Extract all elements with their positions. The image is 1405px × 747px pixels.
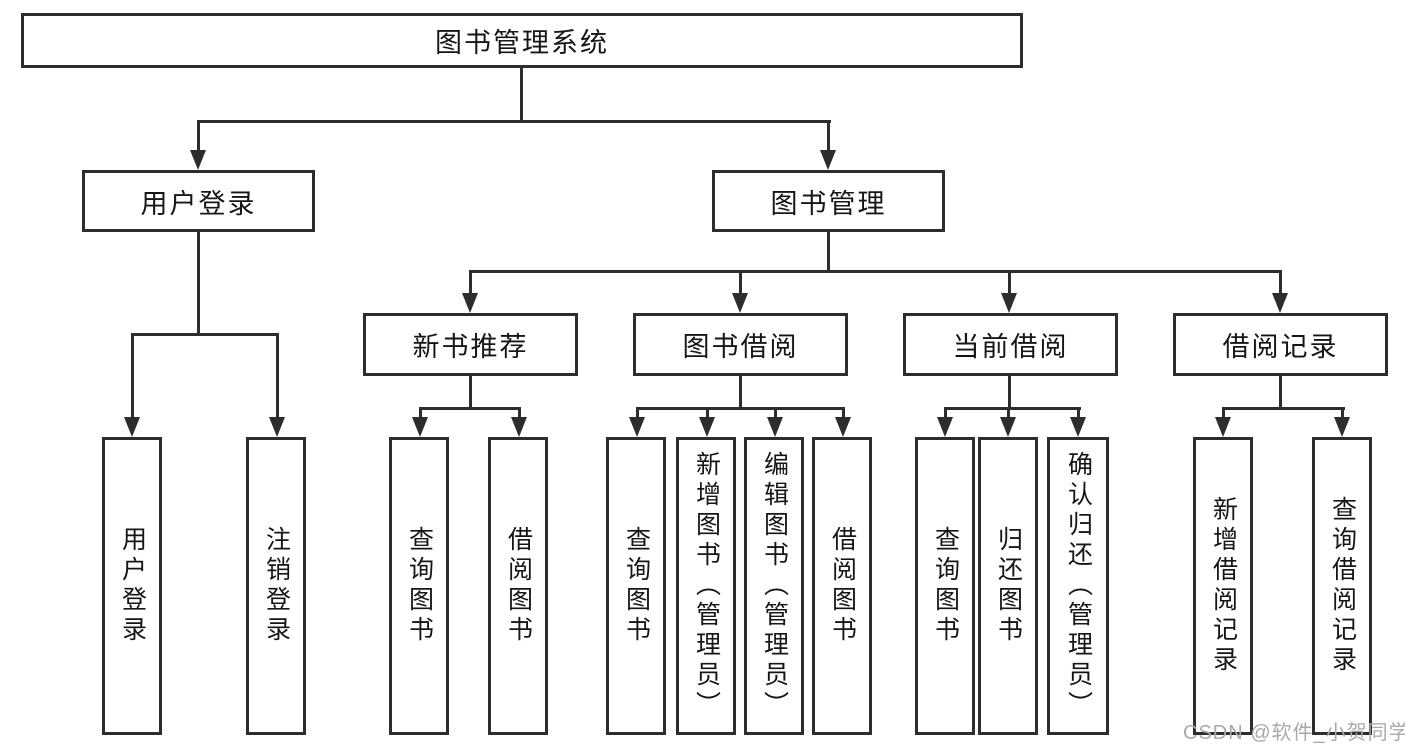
leaf-query-books-label: 查询图书 xyxy=(931,526,960,646)
leaf-return-books-label: 归还图书 xyxy=(994,526,1023,646)
connector-drop-group xyxy=(739,270,742,298)
down-arrowhead xyxy=(699,417,715,437)
connector-level1-rail xyxy=(197,120,831,123)
leaf-add-book-admin: 新增图书（管理员） xyxy=(676,437,736,735)
connector-drop-group xyxy=(469,270,472,298)
connector-group-stem xyxy=(1279,376,1282,410)
leaf-borrow-books-label: 借阅图书 xyxy=(504,526,533,646)
down-arrowhead xyxy=(190,150,206,170)
connector-drop-book-management xyxy=(827,120,830,153)
csdn-watermark: CSDN @软件_小贺同学 xyxy=(1183,722,1405,744)
leaf-edit-book-admin: 编辑图书（管理员） xyxy=(744,437,804,735)
node-current-borrowing: 当前借阅 xyxy=(903,313,1118,376)
leaf-query-borrow-record: 查询借阅记录 xyxy=(1312,437,1372,735)
leaf-query-books-recommend: 查询图书 xyxy=(389,437,449,735)
node-user-login: 用户登录 xyxy=(82,170,315,232)
connector-user-login-stem xyxy=(197,232,200,336)
down-arrowhead xyxy=(732,293,748,313)
node-book-management: 图书管理 xyxy=(712,170,945,232)
connector-drop-leaf xyxy=(518,407,521,421)
connector-group-stem xyxy=(469,376,472,410)
connector-drop-leaf xyxy=(419,407,422,421)
node-new-book-recommendation-label: 新书推荐 xyxy=(412,332,529,362)
connector-group-rail xyxy=(419,407,521,410)
down-arrowhead xyxy=(835,417,851,437)
connector-drop-leaf xyxy=(774,407,777,421)
connector-drop-leaf xyxy=(706,407,709,421)
node-book-borrowing: 图书借阅 xyxy=(633,313,848,376)
node-borrowing-records-label: 借阅记录 xyxy=(1222,332,1339,362)
node-current-borrowing-label: 当前借阅 xyxy=(952,332,1069,362)
leaf-query-books-current: 查询图书 xyxy=(915,437,975,735)
node-book-borrowing-label: 图书借阅 xyxy=(682,332,799,362)
down-arrowhead xyxy=(462,293,478,313)
down-arrowhead xyxy=(767,417,783,437)
node-root-label: 图书管理系统 xyxy=(435,28,609,58)
leaf-query-borrow-record-label: 查询借阅记录 xyxy=(1328,496,1357,676)
node-user-login-label: 用户登录 xyxy=(140,188,257,219)
leaf-confirm-return-admin: 确认归还（管理员） xyxy=(1047,437,1109,735)
leaf-add-borrow-record: 新增借阅记录 xyxy=(1193,437,1253,735)
leaf-query-books-label: 查询图书 xyxy=(622,526,651,646)
leaf-add-borrow-record-label: 新增借阅记录 xyxy=(1209,496,1238,676)
connector-drop-leaf xyxy=(1007,407,1010,421)
down-arrowhead xyxy=(1215,417,1231,437)
connector-group-stem xyxy=(1008,376,1011,410)
down-arrowhead xyxy=(412,417,428,437)
leaf-user-login: 用户登录 xyxy=(102,437,162,735)
leaf-borrow-books-borrowing: 借阅图书 xyxy=(812,437,872,735)
leaf-return-books: 归还图书 xyxy=(978,437,1038,735)
connector-user-login-rail xyxy=(131,333,279,336)
connector-group-stem xyxy=(739,376,742,410)
down-arrowhead xyxy=(124,417,140,437)
down-arrowhead xyxy=(1334,417,1350,437)
connector-book-management-stem xyxy=(827,232,830,273)
leaf-edit-book-admin-label: 编辑图书（管理员） xyxy=(760,451,789,721)
connector-drop-leaf xyxy=(1341,407,1344,421)
down-arrowhead xyxy=(1000,417,1016,437)
down-arrowhead xyxy=(937,417,953,437)
down-arrowhead xyxy=(511,417,527,437)
down-arrowhead xyxy=(820,150,836,170)
node-new-book-recommendation: 新书推荐 xyxy=(363,313,578,376)
connector-drop-user-login xyxy=(197,120,200,153)
leaf-query-books-borrowing: 查询图书 xyxy=(606,437,666,735)
connector-drop-leaf xyxy=(1222,407,1225,421)
node-borrowing-records: 借阅记录 xyxy=(1173,313,1388,376)
connector-drop-leaf xyxy=(1077,407,1080,421)
connector-group-rail xyxy=(944,407,1081,410)
connector-drop-leaf xyxy=(944,407,947,421)
connector-group-rail xyxy=(1222,407,1345,410)
node-book-management-label: 图书管理 xyxy=(770,188,887,219)
connector-drop-leaf xyxy=(131,333,134,421)
leaf-borrow-books-recommend: 借阅图书 xyxy=(488,437,548,735)
connector-group-rail xyxy=(636,407,845,410)
down-arrowhead xyxy=(269,417,285,437)
leaf-user-login-label: 用户登录 xyxy=(118,526,147,646)
connector-root-stem xyxy=(520,68,523,121)
connector-drop-leaf xyxy=(636,407,639,421)
connector-drop-leaf xyxy=(276,333,279,421)
leaf-add-book-admin-label: 新增图书（管理员） xyxy=(692,451,721,721)
leaf-borrow-books-label: 借阅图书 xyxy=(828,526,857,646)
down-arrowhead xyxy=(629,417,645,437)
down-arrowhead xyxy=(1070,417,1086,437)
leaf-confirm-return-admin-label: 确认归还（管理员） xyxy=(1064,451,1093,721)
connector-drop-leaf xyxy=(842,407,845,421)
leaf-logout: 注销登录 xyxy=(246,437,306,735)
connector-drop-group xyxy=(1008,270,1011,298)
leaf-logout-label: 注销登录 xyxy=(262,526,291,646)
connector-drop-group xyxy=(1279,270,1282,298)
down-arrowhead xyxy=(1272,293,1288,313)
leaf-query-books-label: 查询图书 xyxy=(405,526,434,646)
down-arrowhead xyxy=(1001,293,1017,313)
connector-level3-rail xyxy=(469,270,1282,273)
node-root: 图书管理系统 xyxy=(21,13,1023,68)
